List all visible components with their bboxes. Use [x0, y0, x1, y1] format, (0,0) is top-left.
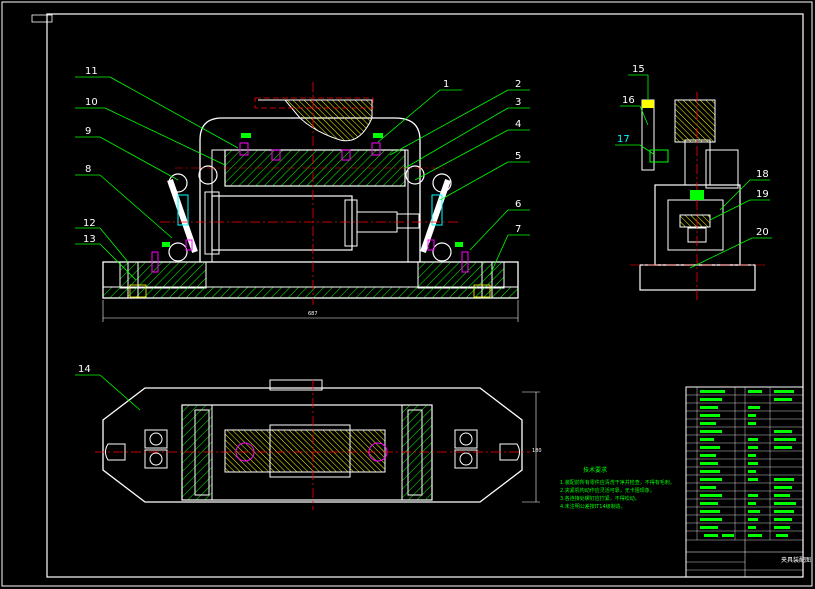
part-label-10: 10: [85, 97, 98, 108]
part-label-19: 19: [756, 189, 769, 200]
side-view: [630, 92, 765, 300]
right-spring: [431, 194, 443, 226]
part-label-11: 11: [85, 66, 98, 77]
part-label-9: 9: [85, 126, 91, 137]
top-base-outline: [102, 387, 523, 503]
part-label-12: 12: [83, 218, 96, 229]
part-label-3: 3: [515, 97, 521, 108]
part-label-20: 20: [756, 227, 769, 238]
right-lever: [420, 179, 451, 253]
left-spring: [177, 194, 189, 226]
front-dimension-text: 687: [308, 311, 318, 317]
inner-frame: [46, 13, 804, 578]
part-label-15: 15: [632, 64, 645, 75]
bracket-frame: [199, 117, 421, 262]
part-label-18: 18: [756, 169, 769, 180]
workpiece: [258, 99, 373, 142]
drawing-number-box: [31, 14, 53, 23]
right-support-hatch: [417, 261, 505, 289]
part-label-13: 13: [83, 234, 96, 245]
air-cylinder: [211, 195, 353, 251]
part-label-7: 7: [515, 224, 521, 235]
part-label-6: 6: [515, 199, 521, 210]
technical-notes: 技术要求 1.装配前所有零件应清洗干净并检查，不得有毛刺。 2.夹紧机构动作应灵…: [560, 466, 675, 510]
fasteners: [151, 142, 469, 273]
title-block-name: 夹具装配图: [781, 556, 811, 564]
note-3: 3.各连接处螺钉应拧紧，不得松动。: [560, 495, 640, 502]
part-label-2: 2: [515, 79, 521, 90]
note-4: 4.未注明公差按IT14级制造。: [560, 503, 626, 510]
top-workpiece: [224, 429, 386, 473]
part-label-17: 17: [617, 134, 630, 145]
part-label-4: 4: [515, 119, 521, 130]
front-view: 687: [102, 82, 519, 322]
note-2: 2.夹紧机构动作应灵活可靠，无卡阻现象。: [560, 487, 655, 494]
left-support-hatch: [119, 261, 207, 289]
green-details: [162, 133, 463, 247]
part-label-8: 8: [85, 164, 91, 175]
notes-title: 技术要求: [583, 466, 607, 474]
top-dimension-text: 180: [532, 448, 542, 454]
side-workpiece: [674, 99, 716, 143]
front-leaders: [75, 76, 530, 281]
base-hatch: [102, 286, 519, 299]
top-view: 180: [95, 379, 542, 510]
note-1: 1.装配前所有零件应清洗干净并检查，不得有毛刺。: [560, 479, 675, 486]
part-label-5: 5: [515, 151, 521, 162]
title-block: 夹具装配图: [685, 386, 811, 578]
part-label-16: 16: [622, 95, 635, 106]
side-leaders: [615, 74, 772, 269]
part-label-1: 1: [443, 79, 449, 90]
part-label-14: 14: [78, 364, 91, 375]
